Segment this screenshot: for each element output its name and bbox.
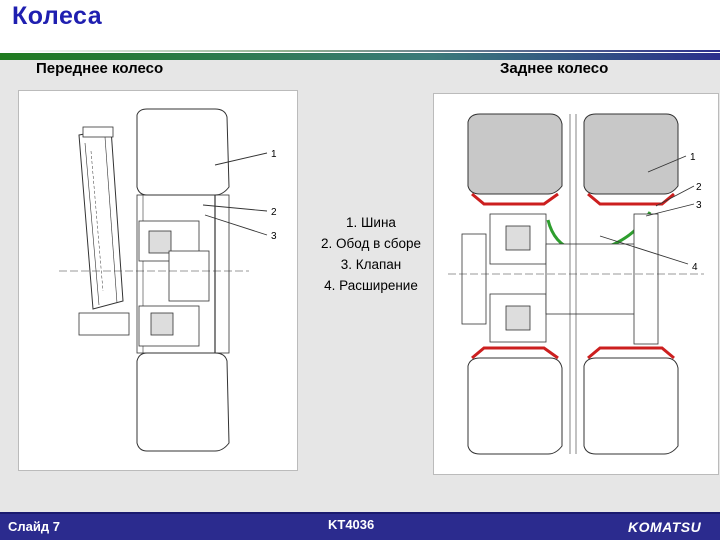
rear-wheel-label: Заднее колесо (500, 60, 609, 77)
front-lower-tire (136, 352, 230, 452)
rear-callout-3: 3 (696, 200, 702, 211)
front-strut (78, 126, 124, 310)
rear-lower-tire-outer (583, 357, 679, 455)
brand-logo: KOMATSU (628, 519, 702, 535)
footer-bar (0, 514, 720, 540)
rear-wheel-drawing: 1 2 3 4 (433, 93, 719, 475)
parts-legend: 1. Шина 2. Обод в сборе 3. Клапан 4. Рас… (304, 212, 438, 296)
rear-upper-tire-outer (583, 113, 679, 195)
model-label: KT4036 (328, 517, 375, 532)
front-hub (59, 220, 249, 347)
legend-item: 3. Клапан (340, 257, 402, 272)
rear-upper-tire-inner (467, 113, 563, 195)
slide-number: Слайд 7 (8, 519, 60, 534)
front-rim (136, 194, 230, 354)
legend-item: 1. Шина (346, 215, 396, 230)
front-wheel-drawing: 1 2 3 (18, 90, 298, 471)
rear-hub (448, 114, 704, 454)
rear-lower-tire-inner (467, 357, 563, 455)
legend-item: 2. Обод в сборе (320, 236, 421, 251)
footer-divider (0, 512, 720, 514)
rear-callout-1: 1 (690, 152, 696, 163)
front-callout-2: 2 (271, 207, 277, 218)
rear-callout-2: 2 (696, 182, 702, 193)
front-wheel-label: Переднее колесо (36, 60, 164, 77)
front-callout-1: 1 (271, 149, 277, 160)
rear-rims-highlight (471, 192, 675, 360)
legend-item: 4. Расширение (324, 278, 418, 293)
front-upper-tire (136, 108, 230, 196)
front-wheel-svg: 1 2 3 (59, 108, 277, 452)
rear-callout-4: 4 (692, 262, 698, 273)
front-callout-3: 3 (271, 231, 277, 242)
rear-wheel-svg: 1 2 3 4 (448, 113, 704, 455)
title-underline (0, 53, 720, 60)
title-underline-thin (0, 50, 720, 52)
slide-title: Колеса (12, 2, 103, 30)
